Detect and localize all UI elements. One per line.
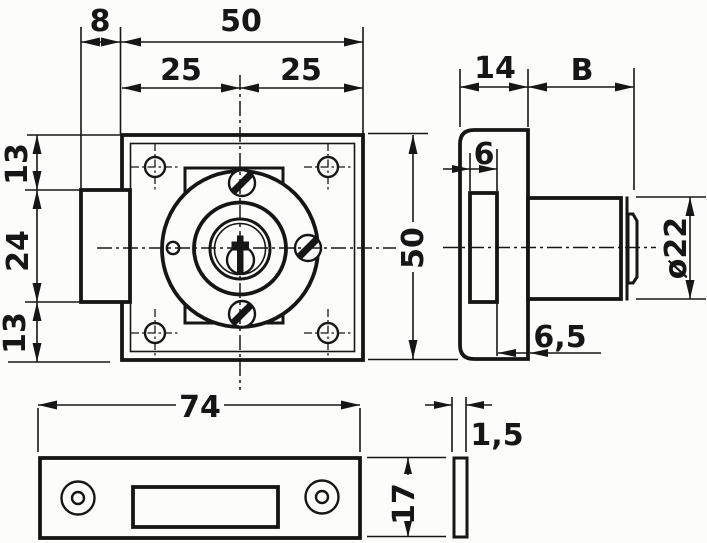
front-view-dimensions: 8 50 25 25 13 24 13 50 [0, 4, 458, 363]
dim-strike-thickness: 1,5 [470, 418, 523, 453]
strike-hole-right-inner [314, 489, 330, 505]
keyway-slot [237, 235, 244, 273]
strike-hole-right-outer [304, 479, 340, 515]
dim-latch-height: 24 [1, 230, 36, 272]
strike-plate-side-view: 1,5 17 [367, 397, 524, 539]
cylinder-nose [626, 212, 639, 285]
side-view [443, 128, 656, 361]
dim-bottom-margin: 13 [0, 312, 33, 354]
dim-plate-height: 50 [396, 227, 431, 269]
screw-bottom-icon [227, 299, 257, 329]
strike-plate-front-view: 74 [37, 390, 362, 540]
dim-latch-offset: 8 [90, 4, 111, 39]
dim-housing-depth: 14 [474, 51, 516, 86]
front-view [79, 75, 396, 390]
dim-barrel-length: B [571, 53, 594, 88]
strike-hole-left-outer [60, 480, 96, 516]
strike-plate-edge-profile [452, 456, 469, 539]
strike-hole-left-inner [70, 490, 86, 506]
dim-strike-height: 17 [387, 483, 422, 525]
dim-hole-pitch-left: 25 [160, 53, 202, 88]
dim-plate-width: 50 [220, 4, 262, 39]
mounting-holes [131, 143, 352, 357]
screw-top-icon [227, 168, 257, 198]
cylinder-barrel [526, 196, 623, 301]
side-view-dimensions: 14 B 6 6,5 ø22 [443, 51, 706, 357]
strike-plate-slot [131, 485, 280, 529]
latch-bolt [79, 188, 132, 304]
dim-hole-pitch-right: 25 [280, 53, 322, 88]
dim-barrel-diameter: ø22 [659, 217, 694, 279]
dim-top-margin: 13 [0, 143, 35, 185]
dim-slot-width: 6 [474, 137, 495, 172]
dim-strike-width: 74 [179, 390, 221, 425]
dim-rear-offset: 6,5 [533, 320, 586, 355]
